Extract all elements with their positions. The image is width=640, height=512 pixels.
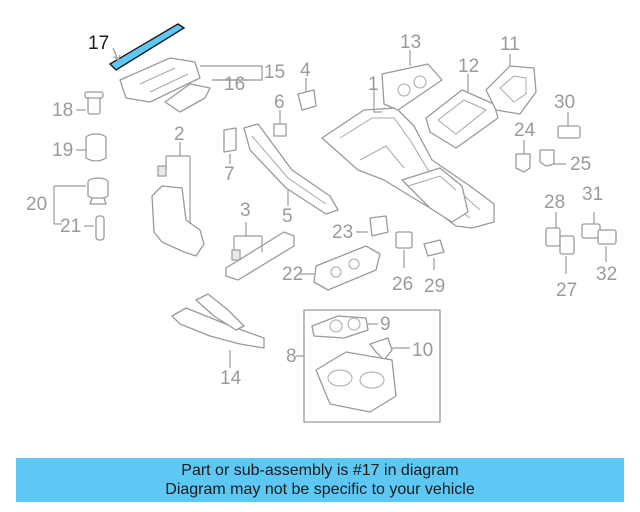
part-24-button — [515, 140, 531, 173]
part-15-bracket-assembly — [119, 57, 263, 113]
callout-10: 10 — [412, 340, 433, 361]
callout-20: 20 — [26, 194, 47, 215]
callout-12: 12 — [458, 56, 479, 77]
part-22-climate-panel — [300, 245, 381, 291]
part-28-switch — [545, 212, 561, 247]
callout-9: 9 — [380, 314, 391, 335]
info-banner: Part or sub-assembly is #17 in diagram D… — [16, 458, 624, 502]
callout-24: 24 — [514, 120, 536, 141]
callout-7: 7 — [224, 164, 235, 185]
part-19-socket — [76, 133, 107, 162]
part-6-cap — [273, 110, 287, 137]
banner-line-disclaimer: Diagram may not be specific to your vehi… — [165, 481, 475, 498]
part-2-side-panel — [151, 142, 205, 257]
part-4-bracket — [297, 78, 317, 111]
callout-18: 18 — [52, 100, 73, 121]
part-26-switch — [395, 231, 413, 268]
callout-27: 27 — [556, 280, 577, 301]
callout-17: 17 — [88, 33, 109, 54]
part-32-switch — [597, 229, 617, 262]
part-13-bezel — [381, 50, 443, 111]
part-18-clip — [76, 91, 104, 115]
part-8-cupholder-group — [296, 309, 441, 423]
callout-26: 26 — [392, 274, 413, 295]
callout-3: 3 — [240, 200, 251, 221]
part-30-switch — [557, 112, 581, 139]
callout-4: 4 — [300, 60, 311, 81]
callout-22: 22 — [282, 264, 303, 285]
part-5-long-panel — [243, 123, 339, 215]
callout-19: 19 — [52, 140, 73, 161]
callout-23: 23 — [332, 222, 353, 243]
part-11-shift-boot — [485, 54, 537, 115]
part-7-plate — [223, 127, 237, 164]
part-25-button — [539, 149, 566, 167]
part-3-rail — [225, 222, 295, 281]
callout-28: 28 — [544, 192, 565, 213]
callout-29: 29 — [424, 276, 445, 297]
callout-30: 30 — [554, 92, 575, 113]
callout-14: 14 — [220, 368, 242, 389]
part-14-duct — [171, 293, 265, 368]
part-27-switch — [559, 235, 575, 274]
part-29-switch — [423, 239, 445, 270]
part-31-switch — [581, 212, 601, 239]
part-17-trim-strip[interactable] — [108, 23, 186, 71]
callout-32: 32 — [596, 264, 617, 285]
callout-6: 6 — [274, 92, 285, 113]
banner-line-part: Part or sub-assembly is #17 in diagram — [181, 462, 459, 479]
callout-1: 1 — [368, 74, 379, 95]
callout-2: 2 — [174, 124, 185, 145]
callout-8: 8 — [286, 346, 297, 367]
callout-25: 25 — [570, 154, 591, 175]
part-23-switch — [356, 215, 389, 237]
callout-21: 21 — [60, 216, 81, 237]
part-20-lighter-assembly — [53, 177, 109, 241]
callout-16: 16 — [224, 74, 245, 95]
callout-5: 5 — [282, 206, 293, 227]
part-12-tray — [425, 74, 499, 149]
callout-11: 11 — [500, 34, 520, 55]
callout-13: 13 — [400, 32, 421, 53]
part-1-center-console — [321, 88, 495, 229]
callout-31: 31 — [582, 184, 603, 205]
callout-15: 15 — [264, 62, 285, 83]
